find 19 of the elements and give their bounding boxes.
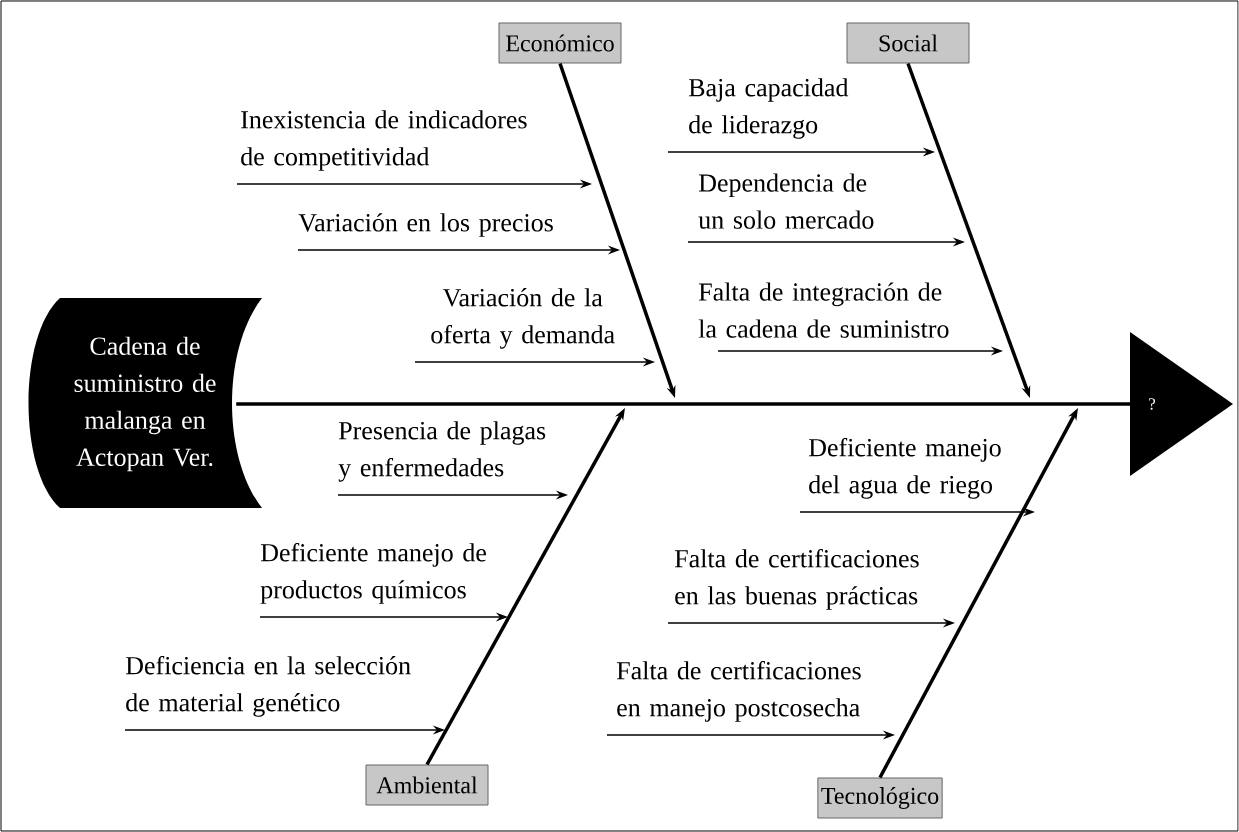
category-box: Económico [498,22,622,64]
category-box: Ambiental [365,764,489,806]
cause-text: Baja capacidad de liderazgo [688,78,849,139]
cause-text: Deficiente manejo de productos químicos [260,542,486,604]
cause-text: Deficiente manejo del agua de riego [808,437,1001,499]
cause-text: Deficiencia en la selección de material genético [125,655,411,717]
cause-text: Dependencia de un solo mercado [698,173,874,229]
head-triangle: ? [1130,332,1233,476]
cause-text: Falta de integración de la cadena de suministro [698,282,949,338]
cause-text: Variación en los precios [298,213,553,237]
category-box: Tecnológico [817,777,943,819]
cause-text: Inexistencia de indicadores de competitividad [241,110,527,171]
cause-text: Presencia de plagas y enfermedades [338,421,546,482]
spine-line [236,402,1130,406]
cause-text: Falta de certificaciones en las buenas prácticas [674,548,919,610]
tail-shape: Cadena de suministro de malanga en Actopan Ver. [28,298,262,508]
cause-text: Falta de certificaciones en manejo postcosecha [616,660,861,722]
category-box: Social [846,22,970,64]
cause-text: Variación de la oferta y demanda [431,288,615,349]
